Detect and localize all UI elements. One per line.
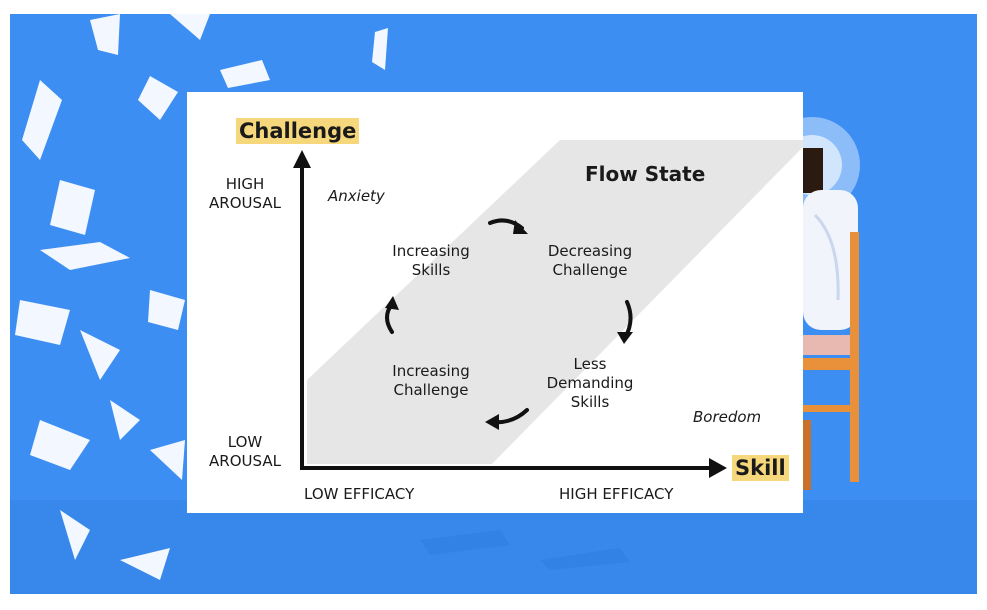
y-high-line-2: AROUSAL — [209, 194, 281, 212]
cycle-arrowheads — [385, 220, 633, 430]
x-axis-title: Skill — [732, 455, 789, 481]
cycle-step-1-line-1: Increasing — [392, 242, 470, 260]
cycle-step-2-line-1: Decreasing — [547, 242, 633, 260]
y-axis-arrow — [293, 150, 311, 168]
x-axis-title-text: Skill — [732, 455, 789, 481]
cycle-step-3-line-1: Less — [573, 355, 607, 373]
cycle-step-1-line-2: Skills — [411, 261, 451, 279]
cycle-step-less-demanding-skills: Less Demanding Skills — [530, 355, 650, 412]
y-axis-title-text: Challenge — [236, 118, 360, 144]
x-high-label: HIGH EFFICACY — [559, 485, 674, 503]
cycle-step-increasing-skills: Increasing Skills — [376, 242, 486, 280]
person-on-chair-illustration — [803, 148, 859, 490]
cycle-step-2-line-2: Challenge — [552, 261, 628, 279]
y-high-line-1: HIGH — [225, 175, 265, 193]
y-high-label: HIGH AROUSAL — [197, 175, 293, 213]
diagram-graphics — [293, 140, 803, 478]
flow-state-diagram-card: Challenge Skill HIGH AROUSAL LOW AROUSAL… — [187, 92, 803, 513]
cycle-step-decreasing-challenge: Decreasing Challenge — [530, 242, 650, 280]
boredom-label: Boredom — [693, 408, 762, 426]
flow-state-band — [307, 140, 803, 464]
paper-sheet-icon — [15, 14, 388, 580]
y-axis-title: Challenge — [236, 118, 360, 144]
cycle-step-4-line-2: Challenge — [393, 381, 469, 399]
y-low-line-2: AROUSAL — [209, 452, 281, 470]
y-low-label: LOW AROUSAL — [197, 433, 293, 471]
anxiety-label: Anxiety — [328, 187, 385, 205]
x-low-label: LOW EFFICACY — [304, 485, 415, 503]
flow-state-label: Flow State — [585, 162, 706, 186]
cycle-step-4-line-1: Increasing — [392, 362, 470, 380]
cycle-step-3-line-2: Demanding — [546, 374, 634, 392]
x-axis-arrow — [709, 458, 727, 478]
cycle-step-increasing-challenge: Increasing Challenge — [376, 362, 486, 400]
y-low-line-1: LOW — [227, 433, 263, 451]
cycle-step-3-line-3: Skills — [570, 393, 610, 411]
